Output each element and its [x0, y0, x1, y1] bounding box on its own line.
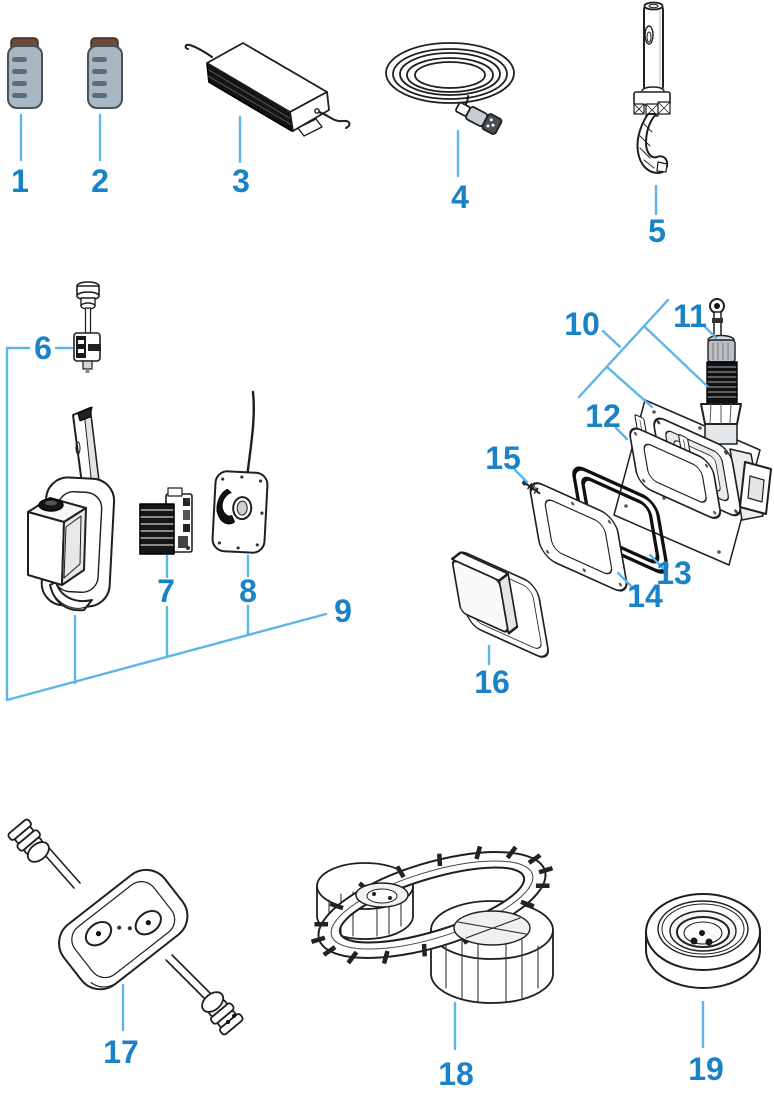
callout-18: 18 — [438, 1056, 474, 1092]
callout-6: 6 — [34, 330, 52, 366]
track-right-hub — [453, 910, 531, 946]
hook-arm — [636, 113, 669, 174]
part-4-cable-coil — [385, 42, 515, 135]
track-left-gear — [355, 882, 409, 908]
housing-latch — [739, 461, 772, 515]
leader-10-branch-frame — [605, 365, 654, 409]
leader-10-connector — [601, 329, 622, 349]
callout-2: 2 — [91, 163, 109, 199]
cover-plate-hook — [216, 488, 235, 525]
callout-12: 12 — [585, 398, 621, 434]
part-2-anode-cartridge — [87, 37, 123, 109]
psu-wire-right — [318, 111, 351, 129]
callout-8: 8 — [239, 573, 257, 609]
cover-plate-rod — [245, 390, 256, 480]
leader-lines — [5, 113, 718, 1051]
callout-13: 13 — [656, 555, 692, 591]
part-5-hook-arm-tube — [633, 1, 671, 174]
lower-unit-fin — [72, 406, 100, 493]
leader-13 — [648, 553, 666, 571]
part-7-circuit-board — [139, 487, 193, 555]
callout-17: 17 — [103, 1034, 139, 1070]
callout-14: 14 — [627, 578, 663, 614]
part-12-mounting-frame — [629, 414, 722, 519]
heatsink — [139, 503, 175, 555]
part-14-gasket-white — [529, 482, 628, 592]
callout-10: 10 — [564, 306, 600, 342]
track-belt-ring — [310, 845, 554, 965]
callout-7: 7 — [157, 573, 175, 609]
callout-15: 15 — [485, 440, 521, 476]
callout-3: 3 — [232, 163, 250, 199]
callout-labels: 1 2 3 4 5 6 7 8 9 10 11 12 13 14 15 16 1… — [11, 163, 724, 1092]
psu-bottom-tab — [297, 118, 323, 137]
leader-11 — [701, 323, 718, 340]
part-19-grommet-pad — [645, 893, 761, 989]
part-18-track-belt — [310, 845, 554, 1004]
leader-15 — [513, 468, 529, 484]
module-connector-top — [6, 817, 55, 868]
callout-11: 11 — [673, 298, 707, 334]
lower-unit-skid — [49, 581, 93, 612]
module-connector-bottom — [196, 986, 245, 1037]
part-8-cover-plate — [211, 390, 269, 554]
callout-16: 16 — [474, 664, 510, 700]
part-6-shaft-fitting — [73, 281, 101, 373]
callout-4: 4 — [451, 179, 469, 215]
part-17-inline-module — [6, 817, 245, 1037]
cable-connector-tip — [455, 101, 503, 135]
part-15-screw — [522, 480, 541, 495]
callout-5: 5 — [648, 213, 666, 249]
part-9-lower-unit-body — [27, 406, 116, 612]
callout-1: 1 — [11, 163, 29, 199]
leader-14 — [616, 571, 636, 591]
psu-wire-left — [184, 43, 213, 58]
mast-corrugation — [706, 361, 738, 405]
hook-clamp — [633, 86, 671, 117]
part-16-cover-box — [450, 551, 549, 658]
callout-9: 9 — [334, 593, 352, 629]
leader-10-branch-mast — [643, 325, 709, 388]
psu-end-face — [289, 91, 330, 132]
leader-12 — [614, 426, 629, 441]
part-11-antenna-mast — [700, 298, 742, 445]
lower-unit-tank — [27, 497, 87, 586]
part-1-anode-cartridge — [7, 37, 43, 109]
leader-10-main — [577, 298, 670, 399]
callout-19: 19 — [688, 1051, 724, 1087]
part-3-power-supply — [184, 42, 351, 137]
